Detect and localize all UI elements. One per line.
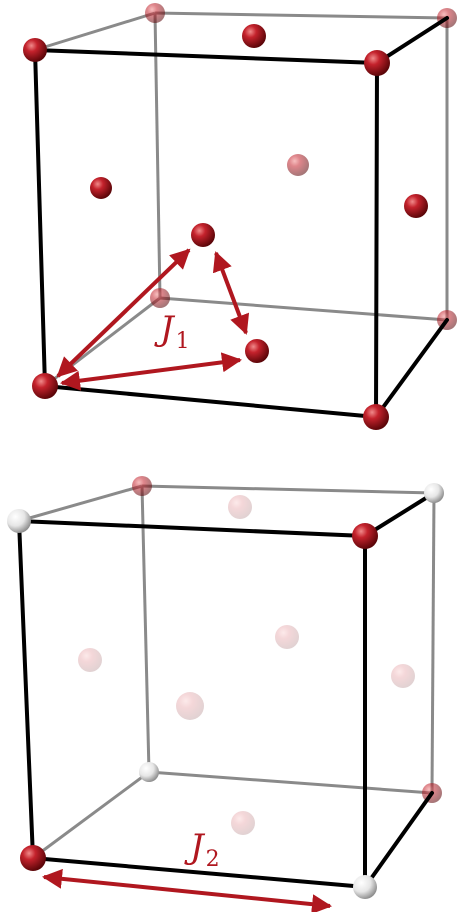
atom-face-bottom	[231, 811, 255, 835]
front-atoms-2	[7, 483, 444, 899]
atom-face-top	[242, 24, 266, 48]
atom-face-right	[391, 664, 415, 688]
atom-face-front	[191, 223, 215, 247]
atom-face-right	[404, 194, 428, 218]
cube-front-edges-2	[17, 491, 436, 889]
arrow-j2-edge	[42, 868, 332, 912]
cube-front-edges	[33, 16, 449, 419]
atom-corner-front-bottom-right	[353, 875, 377, 899]
atom-face-front	[176, 692, 204, 720]
atom-face-left	[78, 648, 102, 672]
atom-face-back	[275, 625, 299, 649]
atom-corner-back-bottom-left	[150, 288, 170, 308]
atom-corner-back-top-left	[145, 3, 165, 23]
cube-panel-j1: J1	[23, 3, 457, 430]
atom-corner-front-top-left	[7, 509, 31, 533]
atom-corner-back-top-left	[132, 476, 152, 496]
j1-arrows	[56, 248, 250, 391]
front-atoms	[23, 24, 428, 430]
atom-corner-front-bottom-right	[363, 404, 389, 430]
j2-label: J2	[184, 827, 220, 872]
atom-corner-back-top-right	[424, 483, 444, 503]
atom-corner-back-bottom-left	[139, 762, 159, 782]
atom-face-bottom	[245, 339, 269, 363]
atom-corner-front-top-left	[23, 38, 47, 62]
atom-face-left	[90, 177, 112, 199]
atom-face-top	[228, 495, 252, 519]
j1-label: J1	[154, 309, 190, 354]
back-atoms	[145, 3, 457, 330]
arrow-corner-to-face-bottom	[60, 352, 242, 391]
arrow-face-front-to-face-bottom	[212, 251, 250, 335]
atom-corner-front-top-right	[364, 50, 390, 76]
cube-back-edges-2	[18, 484, 436, 860]
cube-panel-j2: J2	[7, 476, 444, 912]
atom-face-back	[287, 154, 309, 176]
atom-corner-front-bottom-left	[20, 845, 46, 871]
atom-corner-front-top-right	[352, 523, 378, 549]
atom-corner-front-bottom-left	[32, 373, 58, 399]
